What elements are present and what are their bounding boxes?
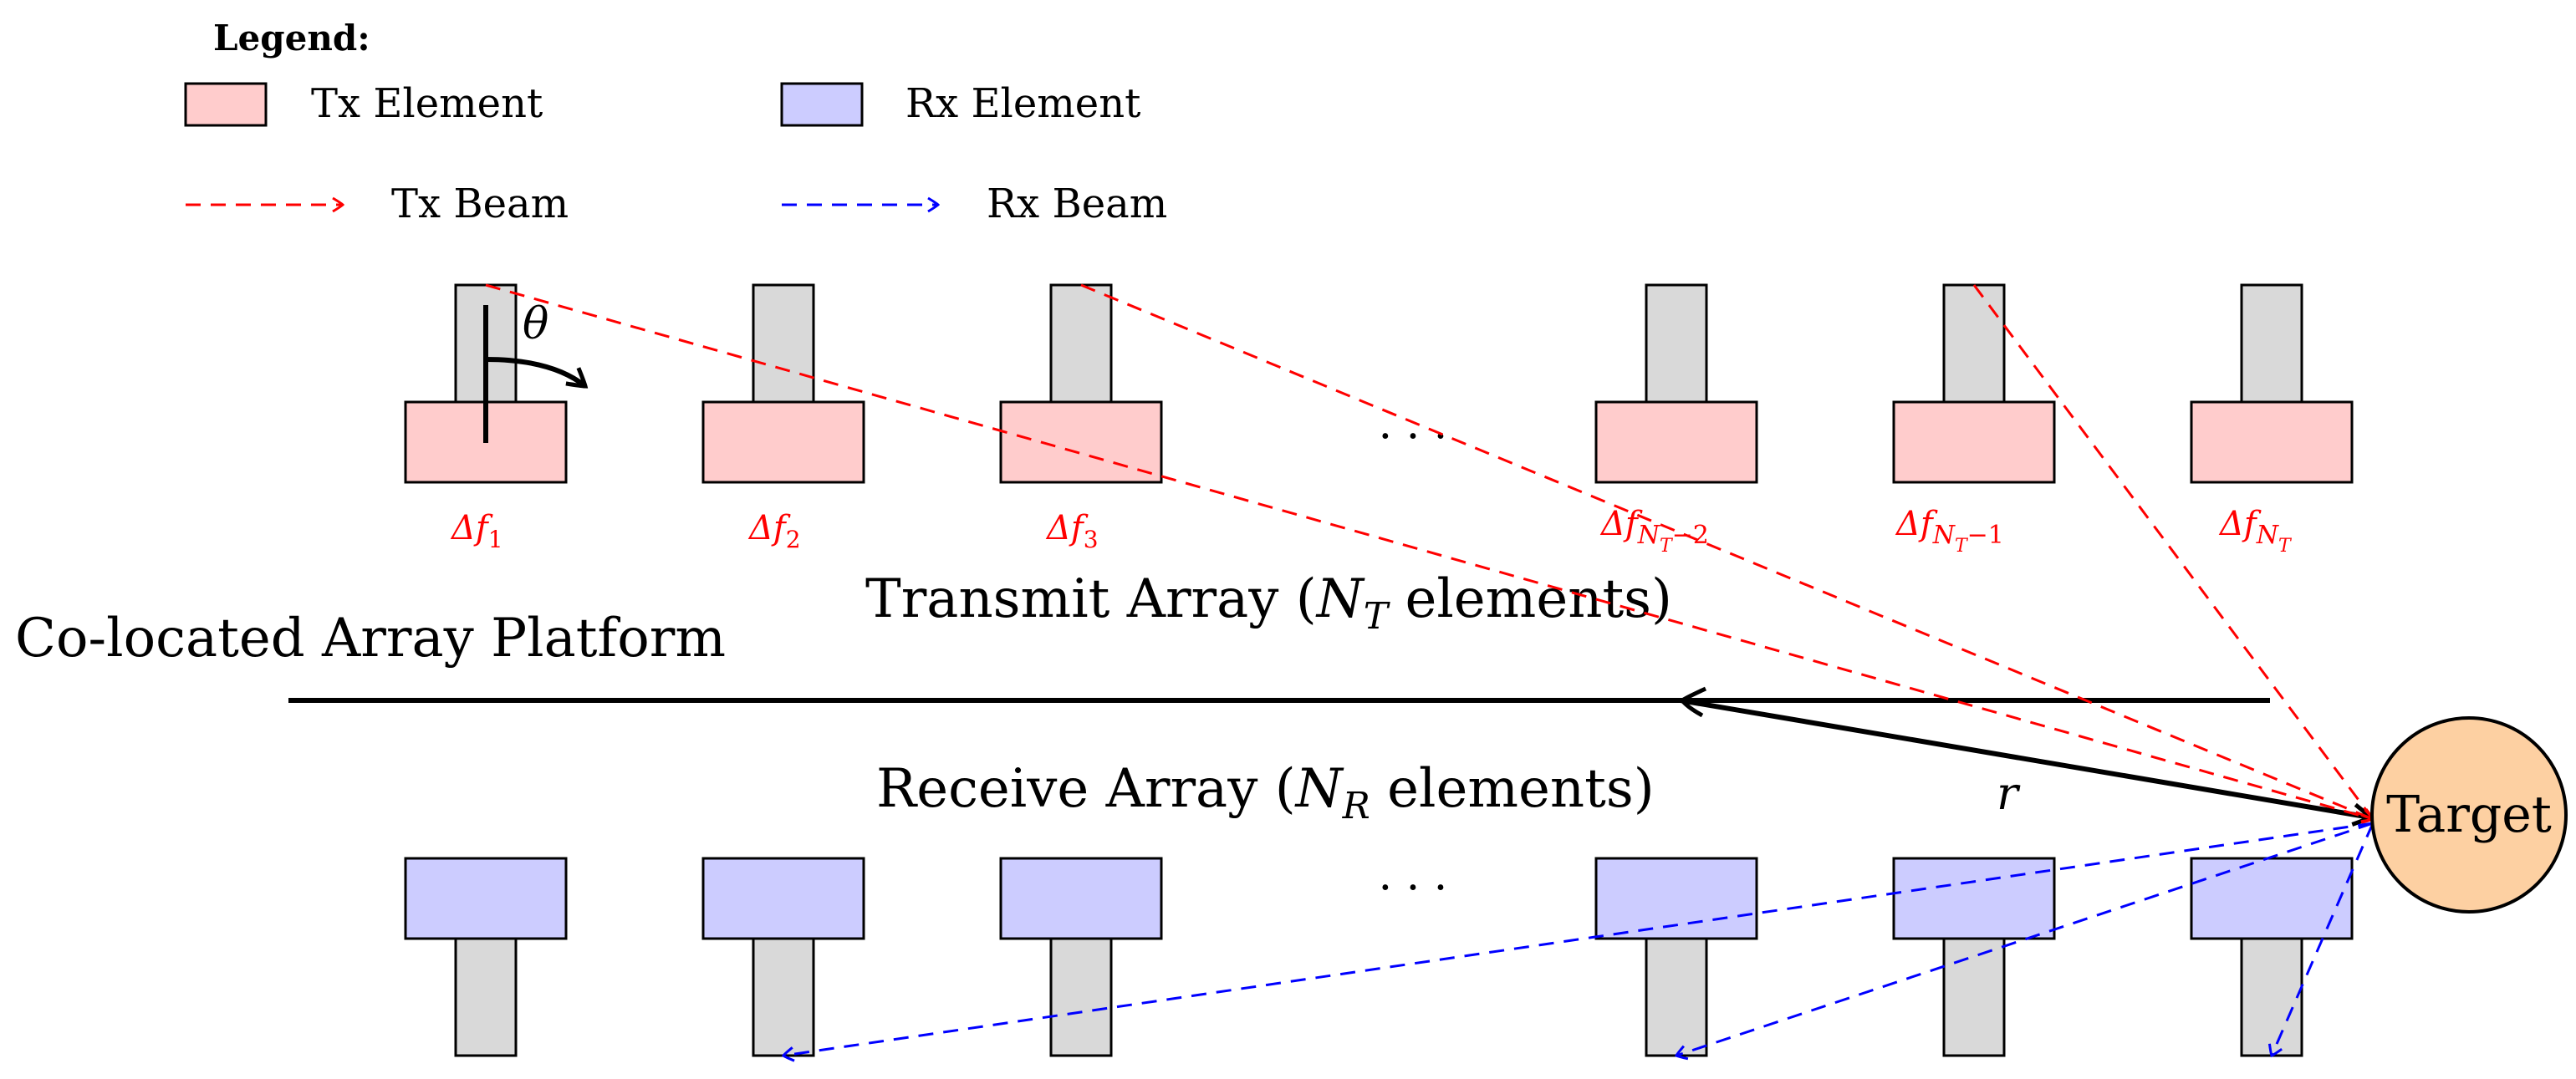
rx-element-1 [404, 857, 568, 1057]
legend-rx-element-label: Rx Element [905, 80, 1140, 127]
rx-element-3 [999, 857, 1163, 1057]
tx-element-nt-2 [1594, 283, 1758, 484]
rx-element-nr-1 [1892, 857, 2056, 1057]
tx-element-3 [999, 283, 1163, 484]
legend-tx-element-label: Tx Element [311, 80, 543, 127]
freq-label-3: Δf3 [1045, 509, 1099, 553]
tx-ellipsis: · · · [1379, 412, 1448, 462]
rx-element-2 [701, 857, 865, 1057]
rx-array-label: Receive Array (NR elements) [876, 758, 1655, 827]
tx-beam-nt-1 [1972, 284, 2375, 821]
rx-beams [781, 822, 2375, 1062]
rx-element-nr [2190, 857, 2354, 1057]
freq-label-1: Δf1 [450, 509, 503, 553]
legend-tx-element-swatch [184, 82, 268, 127]
tx-beam-1 [485, 283, 2375, 824]
freq-label-nt: ΔfNT [2218, 505, 2293, 557]
range-arrow-start-head [1679, 686, 1707, 718]
rx-element-nr-2 [1594, 857, 1758, 1057]
tx-element-nt-1 [1892, 283, 2056, 484]
tx-beams [485, 283, 2375, 824]
target-label: Target [2386, 786, 2552, 844]
freq-label-2: Δf2 [747, 509, 801, 553]
tx-element-2 [701, 283, 865, 484]
legend: Legend: Tx Element Rx Element Tx Beam Rx… [184, 18, 1167, 227]
target: Target [2370, 716, 2568, 914]
legend-rx-element-swatch [780, 82, 864, 127]
platform-label: Co-located Array Platform [15, 608, 726, 669]
tx-array [404, 283, 2354, 484]
range-label: r [1997, 767, 2021, 820]
target-circle [2370, 716, 2568, 914]
rx-beam-2 [781, 822, 2374, 1062]
legend-tx-beam-label: Tx Beam [391, 181, 569, 227]
freq-labels: Δf1 Δf2 Δf3 ΔfNT−2 ΔfNT−1 ΔfNT [450, 505, 2293, 557]
legend-rx-beam-label: Rx Beam [987, 181, 1167, 227]
rx-beam-nr-2 [1674, 822, 2374, 1061]
range-arrow [1680, 698, 2370, 817]
tx-beam-3 [1080, 283, 2375, 823]
rx-beam-nr [2267, 822, 2375, 1057]
freq-label-nt-1: ΔfNT−1 [1895, 505, 2004, 557]
tx-element-nt [2190, 283, 2354, 484]
legend-title: Legend: [213, 18, 370, 59]
tx-array-label: Transmit Array (NT elements) [865, 568, 1672, 638]
rx-ellipsis: · · · [1379, 863, 1448, 914]
rx-array [404, 857, 2354, 1057]
freq-label-nt-2: ΔfNT−2 [1599, 505, 1709, 557]
theta-label: θ [523, 299, 548, 349]
theta-indicator: θ [483, 299, 585, 443]
